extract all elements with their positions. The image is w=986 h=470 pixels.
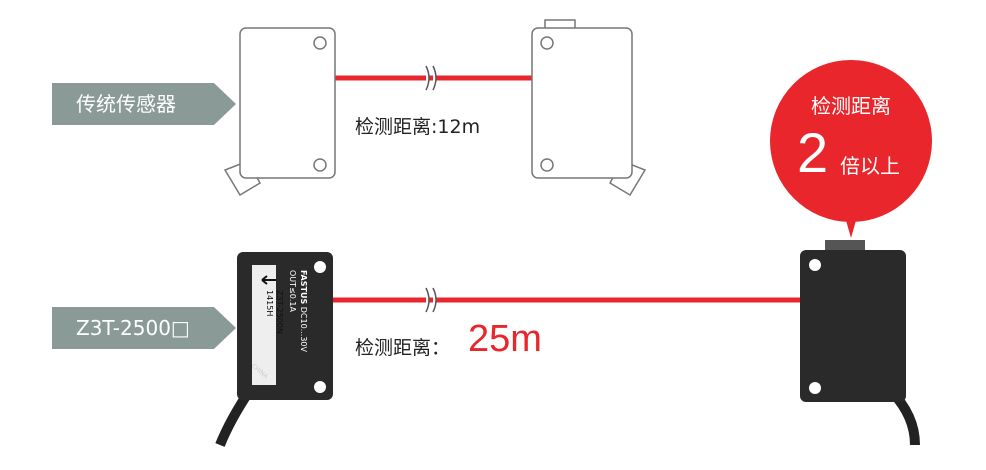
model-text: Z3T-2500N bbox=[275, 290, 284, 334]
product-distance-value: 25m bbox=[468, 318, 542, 360]
break-mark bbox=[425, 65, 437, 91]
product-sensor-receiver bbox=[800, 240, 920, 446]
traditional-sensor-receiver bbox=[531, 19, 647, 197]
callout-bubble bbox=[770, 60, 932, 238]
product-sensor-emitter bbox=[215, 252, 333, 447]
product-tag: Z3T-2500□ bbox=[52, 307, 236, 349]
callout-multiplier: 2 bbox=[797, 121, 829, 184]
callout-suffix: 倍以上 bbox=[840, 154, 900, 178]
spec-output: OUT≤0.1A bbox=[288, 270, 297, 312]
sensor-model: Z3T-2500N 1415H bbox=[264, 290, 284, 380]
distance-label: 检测距离 bbox=[355, 116, 432, 138]
lot-text: 1415H bbox=[265, 290, 274, 317]
traditional-distance: 检测距离:12m bbox=[355, 116, 481, 138]
product-distance-label: 检测距离： bbox=[355, 337, 451, 359]
distance-value: 12m bbox=[437, 116, 481, 138]
callout-title: 检测距离 bbox=[811, 94, 891, 118]
traditional-sensor-tag: 传统传感器 bbox=[52, 83, 236, 125]
brand-logo: FASTUS bbox=[299, 270, 308, 305]
break-mark bbox=[425, 287, 437, 313]
traditional-sensor-emitter bbox=[223, 27, 336, 197]
spec-voltage: DC10...30V bbox=[299, 306, 308, 352]
